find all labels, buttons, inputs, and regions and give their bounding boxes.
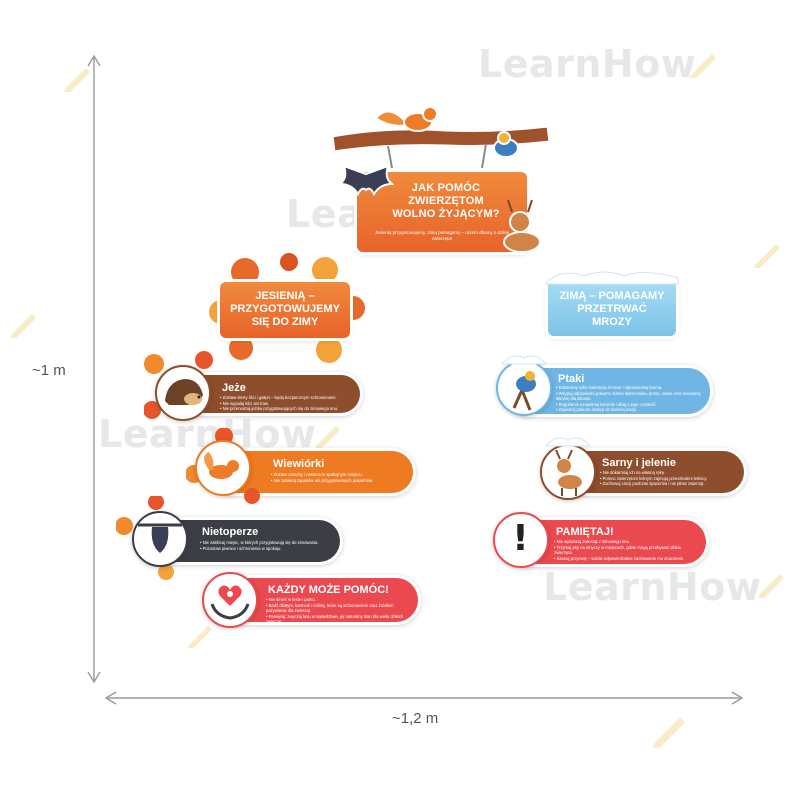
- card-nietoperze-title: Nietoperze: [202, 526, 259, 538]
- autumn-leaves-decoration: [144, 351, 213, 419]
- list-item: Nie dokarmiaj ich na własną rękę.: [600, 470, 736, 476]
- pencil-watermark-icon: [758, 574, 784, 598]
- card-jeze-title: Jeże: [222, 382, 246, 394]
- hedgehog-badge: [155, 365, 211, 421]
- card-ptaki-bullets: Dokarmiaj tylko zwierzęta zimowe i odpow…: [556, 385, 702, 413]
- list-item: Nie wypalaj liści ani traw.: [220, 401, 352, 407]
- list-item: Nie zabieraj zapasów ani przygotowanych …: [271, 478, 406, 484]
- bat-icon: [338, 164, 394, 197]
- list-item: Nie wykaszaj zwierząt z zimowego snu.: [554, 539, 700, 545]
- list-item: Zostaw orzechy i nasiona w spokojnym mie…: [271, 472, 406, 478]
- winter-sign-title: ZIMĄ – POMAGAMY PRZETRWAĆ MROZY: [559, 290, 665, 328]
- watermark-top: LearnHow: [478, 42, 697, 86]
- list-item: Nie przenoszaj jeżów przygotowujących si…: [220, 406, 352, 412]
- winter-sign-board: ZIMĄ – POMAGAMY PRZETRWAĆ MROZY: [548, 278, 676, 336]
- snow-cap-decoration: [500, 355, 548, 365]
- squirrel-badge: [195, 440, 251, 496]
- squirrel-icon: [204, 452, 239, 479]
- deer-icon: [503, 199, 541, 253]
- width-label: ~1,2 m: [392, 710, 439, 727]
- pencil-watermark-icon: [690, 54, 716, 78]
- header-sign-subtitle: Jesienią przygotowujemy, zimą pomagamy –…: [374, 230, 510, 241]
- list-item: Nie zakłócaj miejsc, w których przygotow…: [200, 540, 335, 546]
- exclamation-icon: !: [512, 518, 529, 559]
- card-kazdy-title: KAŻDY MOŻE POMÓC!: [268, 584, 389, 596]
- list-item: Pozostaw piwnice i schronienia w spokoju…: [200, 546, 335, 552]
- list-item: Wsypuj odpowiedni pokarm: ziarna słonecz…: [556, 391, 702, 402]
- autumn-leaves-decoration: [116, 496, 174, 580]
- list-item: Dokarmiaj tylko zwierzęta zimowe i odpow…: [556, 385, 702, 391]
- card-ptaki-title: Ptaki: [558, 373, 585, 385]
- list-item: Pamiętaj: zwyczaj lasu w sąsiedztwie, je…: [266, 614, 412, 625]
- pencil-watermark-icon: [652, 717, 685, 748]
- header-sign-title: JAK POMÓC ZWIERZĘTOM WOLNO ŻYJĄCYM?: [392, 182, 500, 220]
- deer-icon: [555, 449, 582, 496]
- heart-paw-hands-icon: [210, 585, 250, 620]
- card-wiewiorki-bullets: Zostaw orzechy i nasiona w spokojnym mie…: [271, 472, 406, 483]
- hedgehog-icon: [165, 379, 203, 405]
- pencil-watermark-icon: [754, 244, 780, 268]
- pencil-watermark-icon: [10, 314, 36, 338]
- bird-badge: [496, 360, 552, 416]
- card-pamietaj-title: PAMIĘTAJ!: [556, 526, 614, 538]
- snow-cap-decoration: [544, 437, 592, 447]
- card-wiewiorki-title: Wiewiórki: [273, 458, 325, 470]
- list-item: Pomoc zwierzętom leśnym zajmują przeszko…: [600, 476, 736, 482]
- card-sarny-bullets: Nie dokarmiaj ich na własną rękę. Pomoc …: [600, 470, 736, 487]
- warning-badge: !: [493, 512, 549, 568]
- list-item: Zachowaj ciszę podczas spacerów i nie pł…: [600, 481, 736, 487]
- pencil-watermark-icon: [187, 625, 213, 649]
- snow-cap-decoration: [545, 271, 679, 285]
- list-item: Zapewnij ptakom dostęp do świeżej wody.: [556, 407, 702, 413]
- height-label: ~1 m: [32, 362, 66, 379]
- width-arrow: [104, 691, 744, 705]
- list-item: Badź dbałym, karmnik i rośliny, które są…: [266, 603, 412, 614]
- pencil-watermark-icon: [64, 68, 90, 92]
- card-jeze-bullets: Zostaw sterty liści i gałęzi – będą bezp…: [220, 395, 352, 412]
- deer-badge: [540, 444, 596, 500]
- card-sarny-title: Sarny i jelenie: [602, 457, 676, 469]
- list-item: Zostaw sterty liści i gałęzi – będą bezp…: [220, 395, 352, 401]
- card-nietoperze-bullets: Nie zakłócaj miejsc, w których przygotow…: [200, 540, 335, 551]
- branch-decoration: [330, 106, 552, 169]
- watermark-right: LearnHow: [543, 565, 762, 609]
- list-item: Szanuj przyrodę – każde odpowiedzialne z…: [554, 556, 700, 562]
- autumn-sign-title: JESIENIĄ – PRZYGOTOWUJEMY SIĘ DO ZIMY: [230, 290, 340, 328]
- height-arrow: [87, 54, 101, 684]
- pencil-watermark-icon: [314, 426, 340, 450]
- list-item: Nie śmieć w lesie i parku.: [266, 597, 412, 603]
- list-item: Trzymaj psy na smyczy w miejscach, gdzie…: [554, 545, 700, 556]
- bat-badge: [132, 511, 188, 567]
- list-item: Regularnie uzupełniaj karmnik i dbaj o j…: [556, 402, 702, 408]
- bird-icon: [512, 371, 536, 411]
- hanging-bat-icon: [138, 523, 182, 553]
- card-pamietaj-bullets: Nie wykaszaj zwierząt z zimowego snu. Tr…: [554, 539, 700, 561]
- autumn-leaves-decoration: [209, 253, 365, 363]
- autumn-sign-board: JESIENIĄ – PRZYGOTOWUJEMY SIĘ DO ZIMY: [220, 282, 350, 338]
- help-badge: [202, 572, 258, 628]
- card-kazdy-bullets: Nie śmieć w lesie i parku. Badź dbałym, …: [266, 597, 412, 625]
